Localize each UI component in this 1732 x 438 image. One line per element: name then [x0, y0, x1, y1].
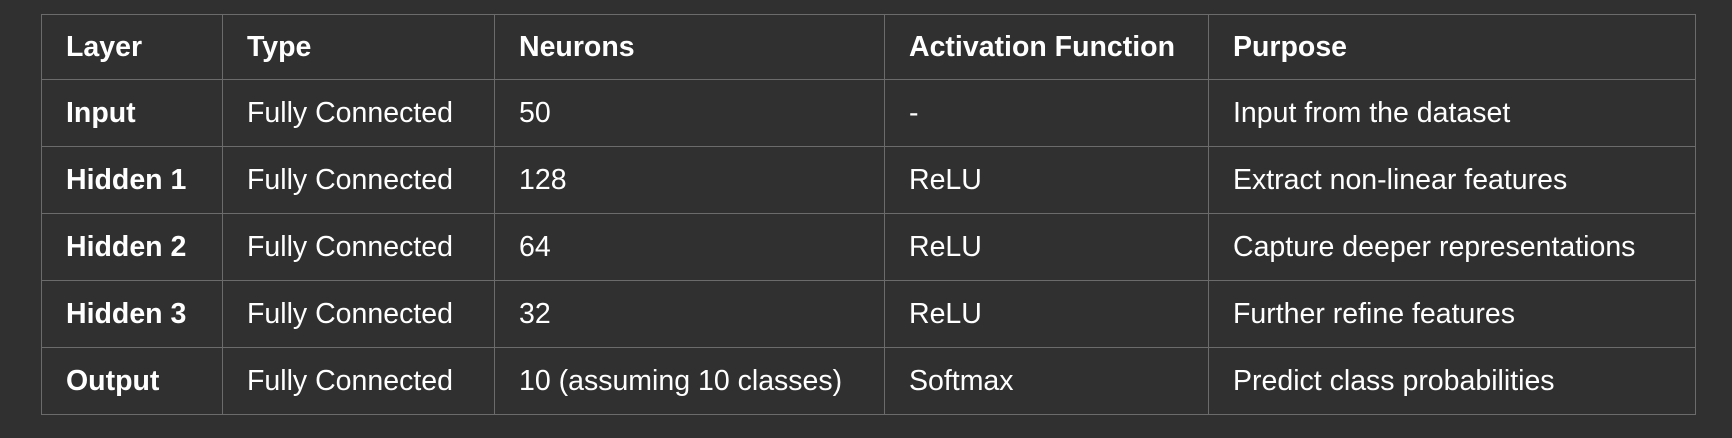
header-activation-function: Activation Function — [884, 14, 1209, 80]
table-row: Output Fully Connected 10 (assuming 10 c… — [41, 347, 1696, 415]
cell-layer: Hidden 2 — [41, 213, 223, 281]
cell-layer: Input — [41, 79, 223, 147]
table-header-row: Layer Type Neurons Activation Function P… — [41, 14, 1696, 80]
cell-purpose: Capture deeper representations — [1208, 213, 1696, 281]
cell-purpose: Extract non-linear features — [1208, 146, 1696, 214]
cell-neurons: 50 — [494, 79, 885, 147]
table-container: Layer Type Neurons Activation Function P… — [41, 14, 1696, 415]
cell-neurons: 32 — [494, 280, 885, 348]
cell-purpose: Predict class probabilities — [1208, 347, 1696, 415]
table-row: Hidden 1 Fully Connected 128 ReLU Extrac… — [41, 146, 1696, 214]
cell-purpose: Further refine features — [1208, 280, 1696, 348]
table-row: Input Fully Connected 50 - Input from th… — [41, 79, 1696, 147]
cell-purpose: Input from the dataset — [1208, 79, 1696, 147]
header-layer: Layer — [41, 14, 223, 80]
cell-type: Fully Connected — [222, 213, 495, 281]
header-neurons: Neurons — [494, 14, 885, 80]
cell-layer: Output — [41, 347, 223, 415]
cell-type: Fully Connected — [222, 347, 495, 415]
table-row: Hidden 3 Fully Connected 32 ReLU Further… — [41, 280, 1696, 348]
header-purpose: Purpose — [1208, 14, 1696, 80]
cell-type: Fully Connected — [222, 146, 495, 214]
cell-activation: ReLU — [884, 280, 1209, 348]
cell-layer: Hidden 3 — [41, 280, 223, 348]
cell-neurons: 128 — [494, 146, 885, 214]
cell-layer: Hidden 1 — [41, 146, 223, 214]
table-row: Hidden 2 Fully Connected 64 ReLU Capture… — [41, 213, 1696, 281]
header-type: Type — [222, 14, 495, 80]
cell-activation: ReLU — [884, 146, 1209, 214]
cell-activation: Softmax — [884, 347, 1209, 415]
cell-activation: - — [884, 79, 1209, 147]
cell-type: Fully Connected — [222, 280, 495, 348]
cell-neurons: 10 (assuming 10 classes) — [494, 347, 885, 415]
layers-table: Layer Type Neurons Activation Function P… — [41, 14, 1696, 415]
cell-neurons: 64 — [494, 213, 885, 281]
cell-type: Fully Connected — [222, 79, 495, 147]
cell-activation: ReLU — [884, 213, 1209, 281]
